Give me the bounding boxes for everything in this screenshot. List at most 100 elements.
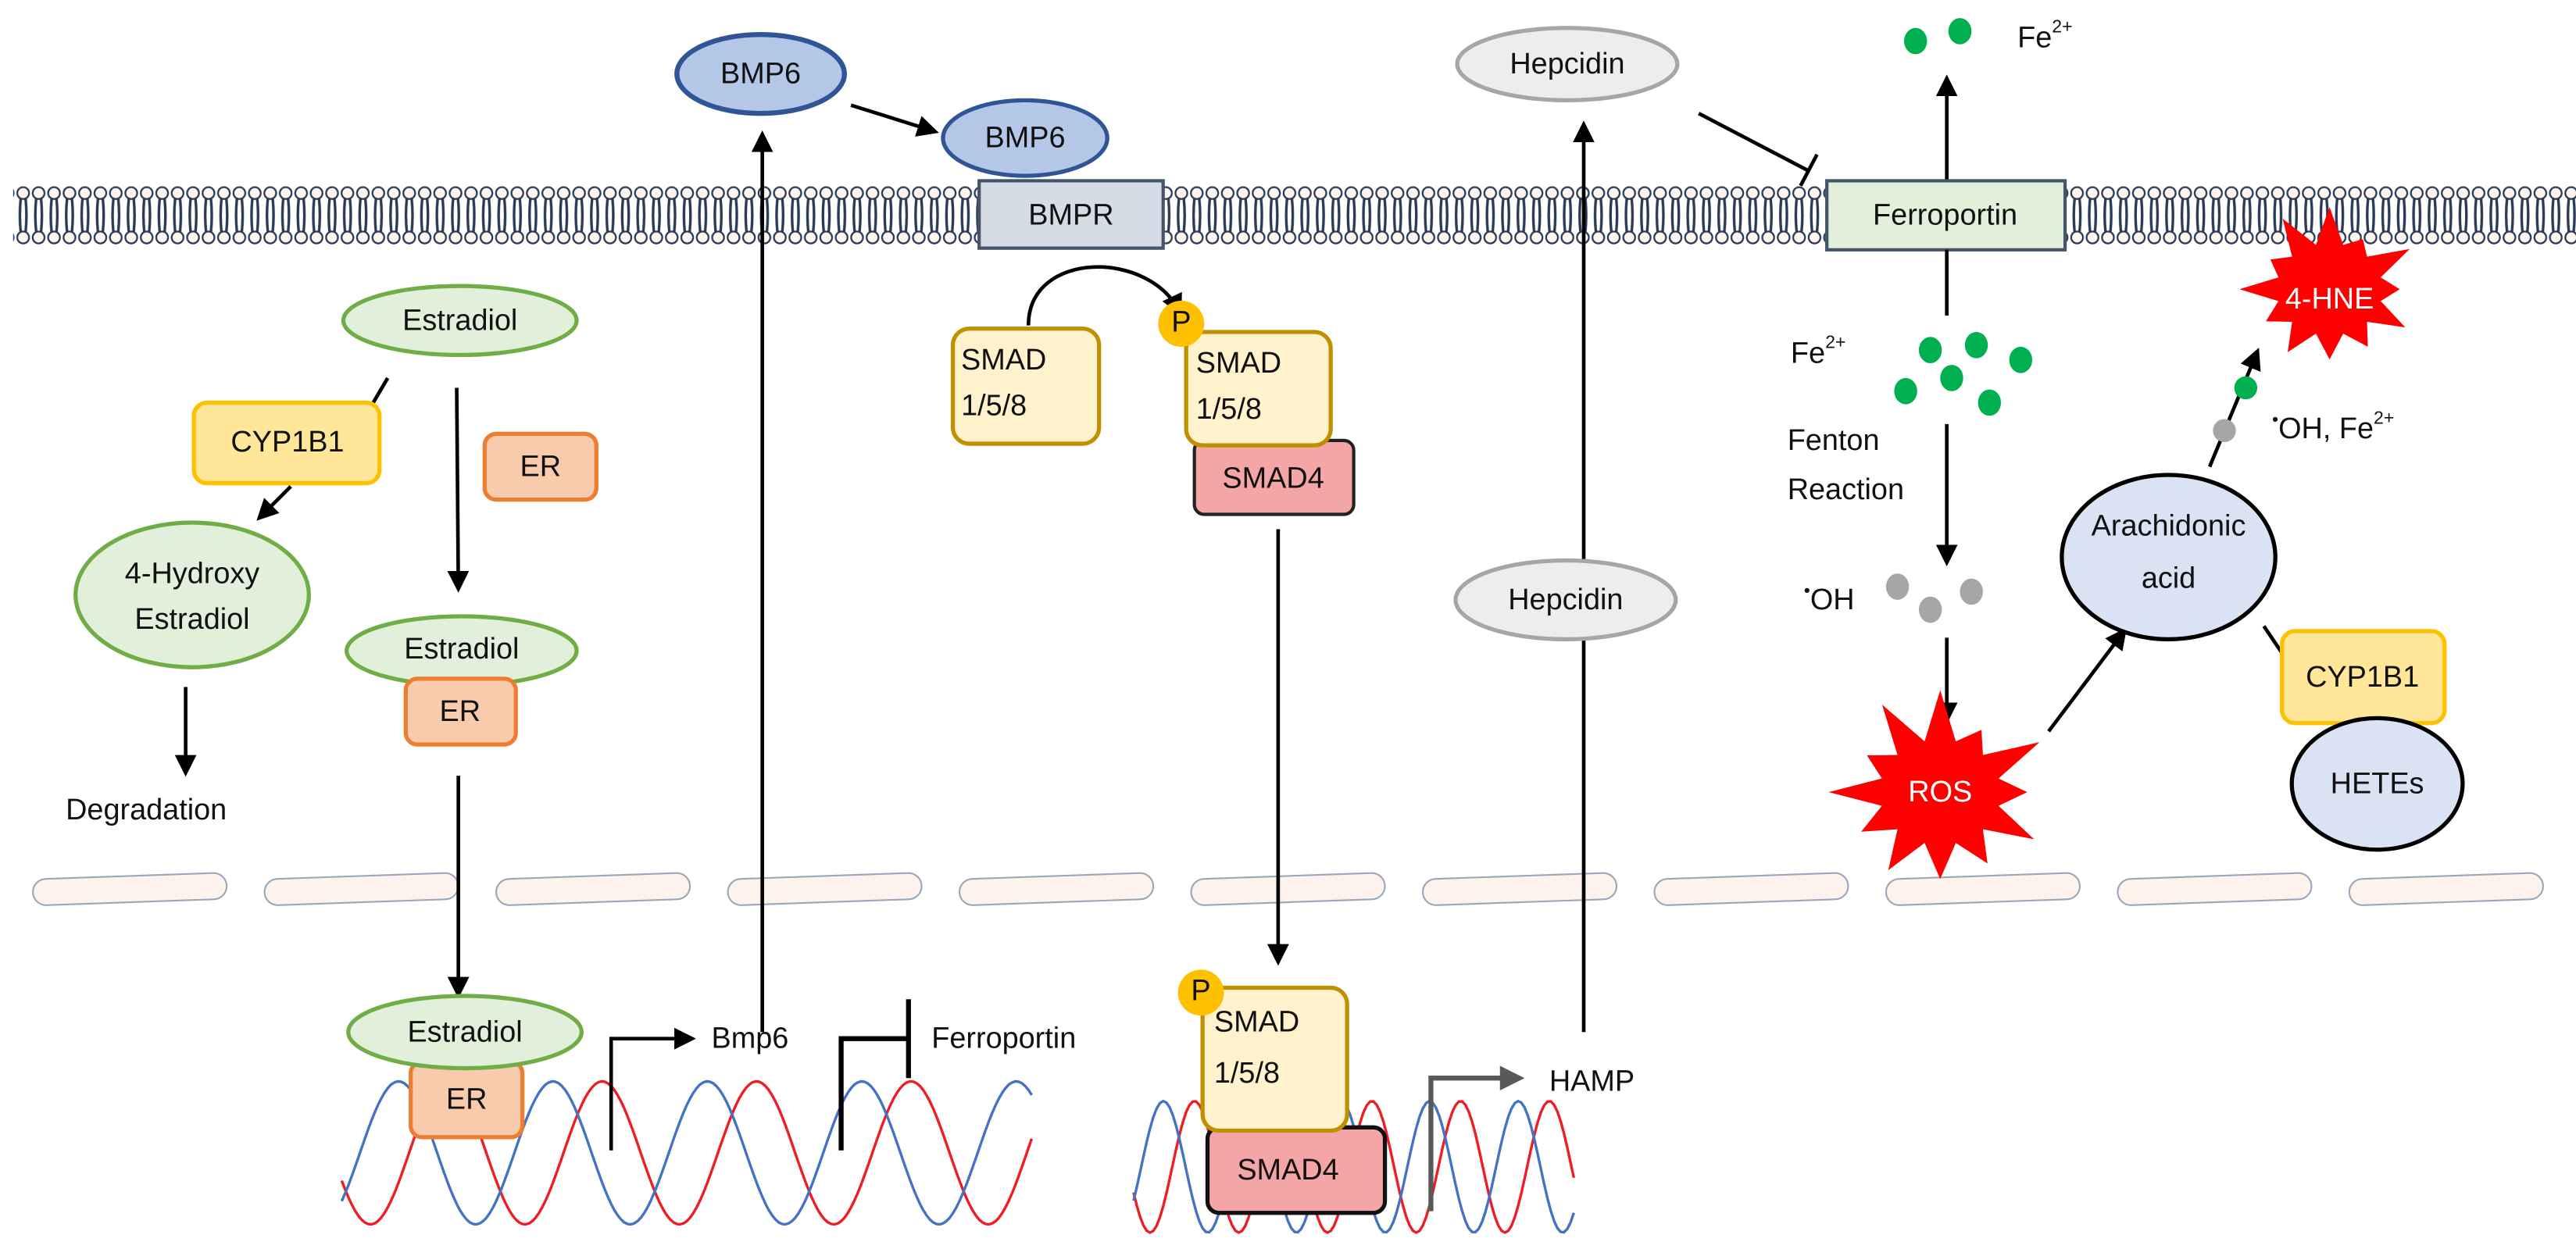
nuclear-smad-complex: SMAD4 SMAD 1/5/8 P <box>1177 969 1388 1215</box>
svg-text:Hepcidin: Hepcidin <box>1510 48 1624 80</box>
aa-to-hne-arrow <box>2207 348 2261 468</box>
svg-text:Estradiol: Estradiol <box>407 1015 522 1048</box>
gene-hamp-label: HAMP <box>1549 1065 1635 1097</box>
hepcidin-extracellular-node: Hepcidin <box>1455 26 1680 102</box>
svg-text:BMP6: BMP6 <box>985 122 1066 155</box>
svg-text:P: P <box>1171 305 1191 338</box>
bmp6-promoter-arrow <box>609 1027 696 1151</box>
estradiol-to-cyp-line <box>370 376 390 407</box>
plasma-membrane <box>13 185 2576 245</box>
svg-text:SMAD: SMAD <box>1214 1006 1299 1039</box>
svg-text:1/5/8: 1/5/8 <box>1196 393 1262 426</box>
svg-text:HETEs: HETEs <box>2331 768 2424 801</box>
iron-extracellular-dots <box>1904 18 1972 55</box>
nuclear-estradiol-er-complex: ER Estradiol <box>346 994 584 1140</box>
gene-ferroportin-label: Ferroportin <box>931 1022 1076 1055</box>
cyp-to-hydroxy-arrow <box>256 485 292 521</box>
nuclear-phosphate-badge <box>1177 969 1224 1016</box>
hydroxyl-dot-hne <box>2213 419 2236 442</box>
smad-free-node: SMAD 1/5/8 <box>950 327 1102 446</box>
estradiol-top-node: Estradiol <box>341 284 579 358</box>
hne-burst: 4-HNE <box>2239 207 2410 360</box>
iron-dot <box>1918 337 1942 363</box>
nuclear-pore-segment <box>1190 872 1386 906</box>
ros-to-aa-arrow <box>2047 627 2128 733</box>
cyp1b1-left-node: CYP1B1 <box>191 400 382 486</box>
svg-text:Hepcidin: Hepcidin <box>1508 583 1623 616</box>
ferroportin-repression <box>838 999 911 1151</box>
fenton-label-1: Fenton <box>1788 424 1880 457</box>
nuclear-pore-segment <box>2348 872 2544 906</box>
bmp6-extracellular-node: BMP6 <box>674 32 847 116</box>
iron-dot <box>2009 346 2033 373</box>
hydroxyl-dot <box>1918 596 1942 623</box>
hydroxyl-dot <box>1885 573 1910 600</box>
phosphate-badge <box>1158 301 1205 347</box>
svg-text:ROS: ROS <box>1908 776 1972 808</box>
hetes-node: HETEs <box>2289 715 2465 852</box>
iron-intracellular-dots <box>1894 331 2033 416</box>
degradation-label: Degradation <box>66 794 227 826</box>
phosphorylation-arrow <box>1026 265 1182 326</box>
smad-phospho-node: SMAD 1/5/8 P <box>1158 301 1333 448</box>
svg-text:ER: ER <box>446 1083 488 1116</box>
hydroxyl-label: •OH <box>1804 580 1855 616</box>
er-free-node: ER <box>482 431 598 502</box>
iron-dot <box>1894 377 1917 405</box>
hepcidin-intracellular-node: Hepcidin <box>1453 558 1678 642</box>
nuclear-pore-segment <box>1653 872 1849 906</box>
estradiol-to-er-arrow <box>447 387 470 593</box>
iron-dot <box>1948 18 1972 45</box>
hepcidin-inhibits-ferroportin <box>1698 112 1819 187</box>
fenton-label-2: Reaction <box>1788 473 1904 506</box>
bmp6-bound-node: BMP6 <box>941 98 1109 178</box>
svg-text:SMAD4: SMAD4 <box>1222 462 1324 494</box>
nuclear-pore-segment <box>727 872 923 906</box>
hamp-promoter-arrow <box>1428 1065 1525 1212</box>
hydroxyl-dots <box>1885 573 1983 623</box>
iron-dot <box>1964 331 1988 359</box>
ros-burst: ROS <box>1828 690 2040 880</box>
svg-text:BMPR: BMPR <box>1028 199 1113 232</box>
svg-text:Ferroportin: Ferroportin <box>1873 199 2017 232</box>
svg-text:SMAD: SMAD <box>1196 347 1281 380</box>
nuclear-pore-segment <box>958 872 1155 906</box>
dna-strand-blue <box>340 1079 1033 1226</box>
nuclear-pore-segment <box>32 872 228 906</box>
svg-text:ER: ER <box>439 695 481 728</box>
nuclear-pore-segment <box>2117 872 2313 906</box>
oh-fe-label: •OH, Fe2+ <box>2272 407 2394 445</box>
hydroxyl-dot <box>1960 578 1983 605</box>
iron-dot <box>1978 389 2002 416</box>
fe-extracellular-label: Fe2+ <box>2017 16 2073 55</box>
svg-text:4-HNE: 4-HNE <box>2285 283 2374 316</box>
svg-text:Estradiol: Estradiol <box>134 603 249 636</box>
hydroxy-estradiol-node: 4-Hydroxy Estradiol <box>73 520 311 669</box>
cyp1b1-right-node: CYP1B1 <box>2279 629 2447 726</box>
svg-text:BMP6: BMP6 <box>720 58 801 91</box>
nuclear-pore-segment <box>263 872 459 906</box>
nuclear-pore-segment <box>1421 872 1618 906</box>
svg-text:4-Hydroxy: 4-Hydroxy <box>125 557 259 590</box>
gene-bmp6-label: Bmp6 <box>711 1022 788 1055</box>
smad4-cytoplasm-node: SMAD4 <box>1192 438 1356 516</box>
svg-text:CYP1B1: CYP1B1 <box>230 426 344 459</box>
arachidonic-acid-node: Arachidonic acid <box>2060 473 2278 642</box>
svg-text:SMAD: SMAD <box>961 344 1046 376</box>
svg-text:Estradiol: Estradiol <box>404 633 519 666</box>
iron-dot <box>1904 27 1928 55</box>
svg-text:Estradiol: Estradiol <box>402 304 517 337</box>
iron-dot <box>1940 365 1963 391</box>
svg-text:acid: acid <box>2142 562 2195 595</box>
ferroportin-channel: Ferroportin <box>1825 179 2067 252</box>
svg-text:CYP1B1: CYP1B1 <box>2306 661 2419 694</box>
svg-text:ER: ER <box>520 451 562 484</box>
svg-text:1/5/8: 1/5/8 <box>961 390 1027 423</box>
estradiol-er-complex: Estradiol ER <box>345 614 579 747</box>
svg-text:P: P <box>1191 975 1210 1008</box>
nuclear-pore-segment <box>495 872 691 906</box>
bmp6-to-receptor-arrow <box>850 103 939 137</box>
svg-text:Arachidonic: Arachidonic <box>2092 509 2246 542</box>
svg-text:SMAD4: SMAD4 <box>1237 1154 1338 1187</box>
